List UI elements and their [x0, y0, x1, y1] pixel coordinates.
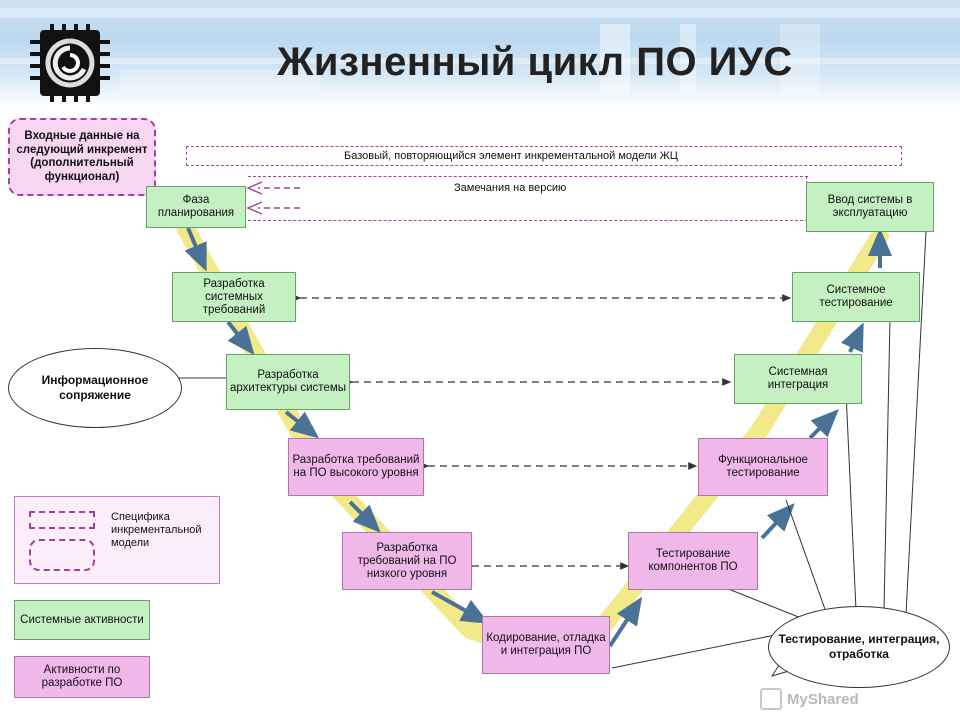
balloon-info-link: Информационное сопряжение [8, 348, 182, 428]
corridor-divider-2 [248, 220, 808, 221]
legend-dashed-arrow-sample [29, 511, 95, 529]
header-streak [120, 70, 320, 90]
legend-dashed-round-sample [29, 539, 95, 571]
node-low-level-requirements[interactable]: Разработка требований на ПО низкого уров… [342, 532, 472, 590]
legend-software-activities: Активности по разработке ПО [14, 656, 150, 698]
watermark-icon [760, 688, 782, 710]
watermark-label: MyShared [787, 690, 859, 708]
corridor-version-notes-label: Замечания на версию [454, 182, 567, 194]
node-coding[interactable]: Кодирование, отладка и интеграция ПО [482, 616, 610, 674]
node-architecture[interactable]: Разработка архитектуры системы [226, 354, 350, 410]
node-functional-testing[interactable]: Функциональное тестирование [698, 438, 828, 496]
node-system-testing[interactable]: Системное тестирование [792, 272, 920, 322]
node-component-testing[interactable]: Тестирование компонентов ПО [628, 532, 758, 590]
input-data-box: Входные данные на следующий инкремент (д… [8, 118, 156, 196]
header-streak [600, 24, 630, 94]
node-system-requirements[interactable]: Разработка системных требований [172, 272, 296, 322]
microchip-icon [28, 24, 112, 102]
corridor-base-element-box [186, 146, 902, 166]
legend-specifics-label: Специфика инкрементальной модели [111, 511, 202, 549]
node-deployment[interactable]: Ввод системы в эксплуатацию [806, 182, 934, 232]
legend-specifics: Специфика инкрементальной модели [14, 496, 220, 584]
header-streak [0, 58, 960, 64]
balloon-testing: Тестирование, интеграция, отработка [768, 606, 950, 688]
corridor-divider [248, 176, 808, 177]
header-streak [780, 24, 820, 94]
node-high-level-requirements[interactable]: Разработка требований на ПО высокого уро… [288, 438, 424, 496]
header-band [0, 0, 960, 108]
watermark: MyShared [760, 684, 950, 714]
header-streak [0, 8, 960, 18]
header-streak [680, 24, 696, 94]
corridor-base-element-label: Базовый, повторяющийся элемент инкремент… [344, 150, 678, 162]
node-planning[interactable]: Фаза планирования [146, 186, 246, 228]
node-system-integration[interactable]: Системная интеграция [734, 354, 862, 404]
page-title: Жизненный цикл ПО ИУС [277, 40, 793, 84]
legend-system-activities: Системные активности [14, 600, 150, 640]
